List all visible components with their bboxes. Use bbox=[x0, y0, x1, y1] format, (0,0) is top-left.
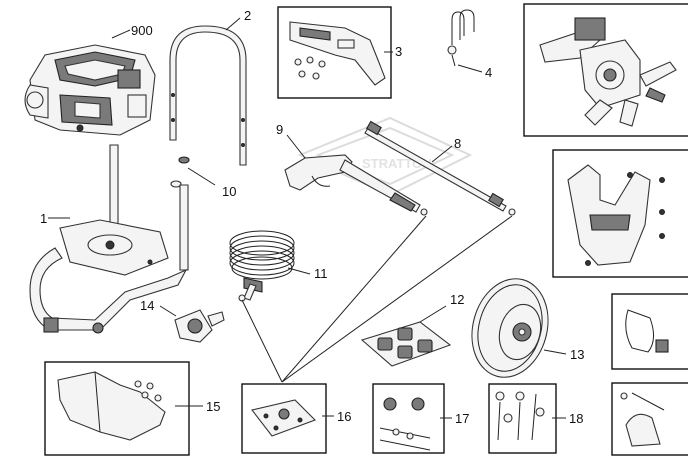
callout-2: 2 bbox=[244, 8, 251, 23]
callout-9: 9 bbox=[276, 122, 283, 137]
callout-16: 16 bbox=[337, 409, 351, 424]
hose-seal-kit-part[interactable] bbox=[251, 399, 316, 437]
callout-8: 8 bbox=[454, 136, 461, 151]
bracket-part[interactable] bbox=[567, 164, 665, 266]
bottom-right-part[interactable] bbox=[620, 392, 665, 447]
callout-900: 900 bbox=[131, 23, 153, 38]
wheel-part[interactable] bbox=[461, 270, 558, 386]
grommet-part[interactable] bbox=[170, 156, 190, 188]
quick-connects-part[interactable] bbox=[360, 321, 452, 367]
callout-11: 11 bbox=[314, 266, 328, 281]
callout-13: 13 bbox=[570, 347, 584, 362]
axle-kit-part[interactable] bbox=[495, 391, 545, 441]
hook-box bbox=[611, 293, 688, 370]
callout-1: 1 bbox=[40, 211, 47, 226]
callout-18: 18 bbox=[569, 411, 583, 426]
callout-4: 4 bbox=[485, 65, 492, 80]
callout-10: 10 bbox=[222, 184, 236, 199]
callout-17: 17 bbox=[455, 411, 469, 426]
inlet-adapter-part[interactable] bbox=[174, 309, 225, 343]
detergent-tank-part[interactable] bbox=[57, 371, 166, 441]
engine-part[interactable] bbox=[24, 44, 156, 136]
pump-part[interactable] bbox=[539, 17, 677, 127]
leader-gun-to-16 bbox=[281, 215, 427, 383]
callout-14: 14 bbox=[140, 298, 154, 313]
spray-gun-part[interactable] bbox=[284, 154, 428, 216]
wheel-hardware-part[interactable] bbox=[379, 397, 431, 451]
hook-part[interactable] bbox=[625, 309, 669, 353]
nozzle-kit-part[interactable] bbox=[289, 21, 386, 86]
spray-holder-part[interactable] bbox=[447, 9, 475, 67]
leader-hose-to-16 bbox=[241, 299, 283, 383]
hose-part[interactable] bbox=[229, 230, 295, 302]
wand-part[interactable] bbox=[364, 120, 516, 216]
handle-part[interactable] bbox=[169, 25, 247, 166]
wheel-hardware-box bbox=[372, 383, 445, 454]
leader-wand-to-16 bbox=[281, 215, 513, 383]
callout-3: 3 bbox=[395, 44, 402, 59]
callout-12: 12 bbox=[450, 292, 464, 307]
frame-part[interactable] bbox=[29, 144, 189, 334]
callout-15: 15 bbox=[206, 399, 220, 414]
